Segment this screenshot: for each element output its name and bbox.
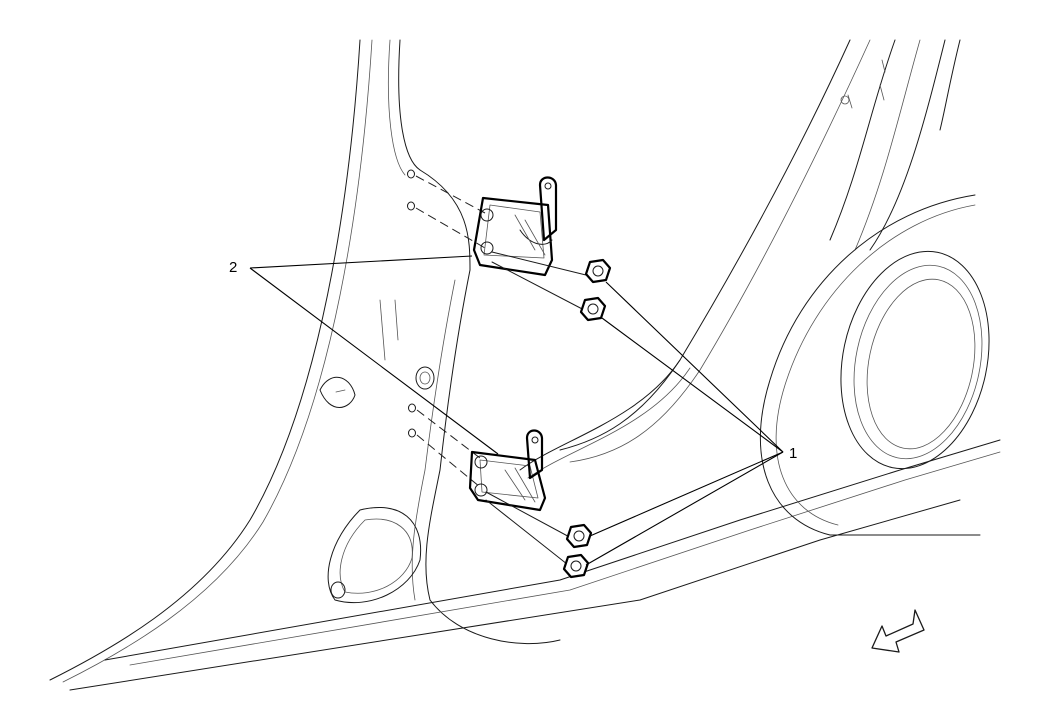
callout-1-label: 1 xyxy=(789,445,797,462)
hinge-bolts xyxy=(485,251,612,579)
body-pillar-outline xyxy=(49,39,1001,691)
bolt-upper-1 xyxy=(584,258,612,284)
lower-door-hinge xyxy=(468,429,547,512)
callout-2-label: 2 xyxy=(229,259,237,276)
upper-door-hinge xyxy=(472,176,558,277)
bolt-lower-1 xyxy=(565,523,593,549)
hinge-mounting-holes xyxy=(407,169,486,488)
callout-leaders xyxy=(249,255,784,566)
wheel-tire xyxy=(759,194,990,536)
bolt-lower-2 xyxy=(562,553,590,579)
view-direction-arrow-icon xyxy=(871,609,925,653)
bolt-upper-2 xyxy=(579,296,607,322)
